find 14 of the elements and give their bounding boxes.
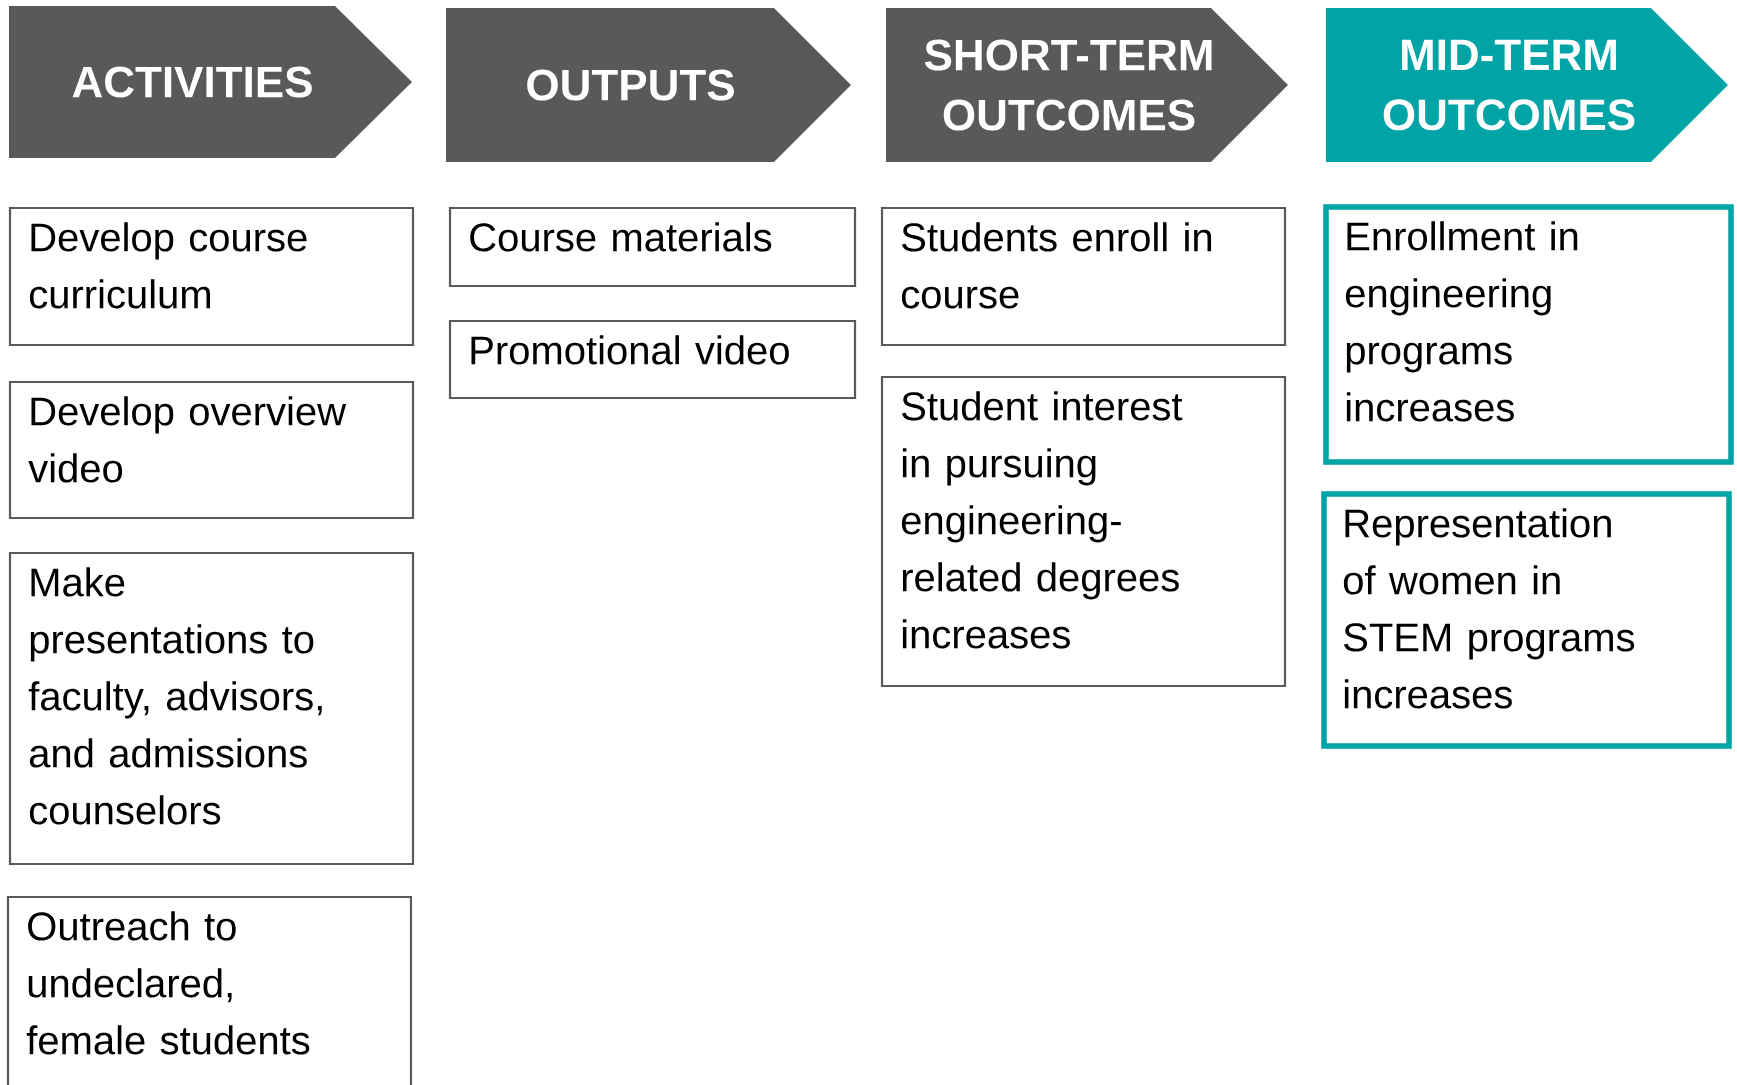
column-header: MID-TERM OUTCOMES (1326, 8, 1728, 162)
text-box: Representation of women in STEM programs increases (1321, 491, 1732, 749)
text-box: Make presentations to faculty, advisors, and admissions counselors (8, 551, 415, 866)
column-header: OUTPUTS (446, 8, 851, 162)
text-box: Students enroll in course (880, 206, 1287, 347)
text-box: Student interest in pursuing engineering-related degrees increases (880, 375, 1287, 688)
column-header: SHORT-TERM OUTCOMES (886, 8, 1288, 162)
column-header: ACTIVITIES (9, 6, 412, 158)
text-box: Develop overview video (8, 380, 415, 520)
text-box: Outreach to undeclared, female students (6, 895, 413, 1085)
text-box: Promotional video (448, 319, 857, 400)
text-box: Course materials (448, 206, 857, 288)
text-box: Enrollment in engineering programs increases (1323, 204, 1734, 465)
text-box: Develop course curriculum (8, 206, 415, 347)
